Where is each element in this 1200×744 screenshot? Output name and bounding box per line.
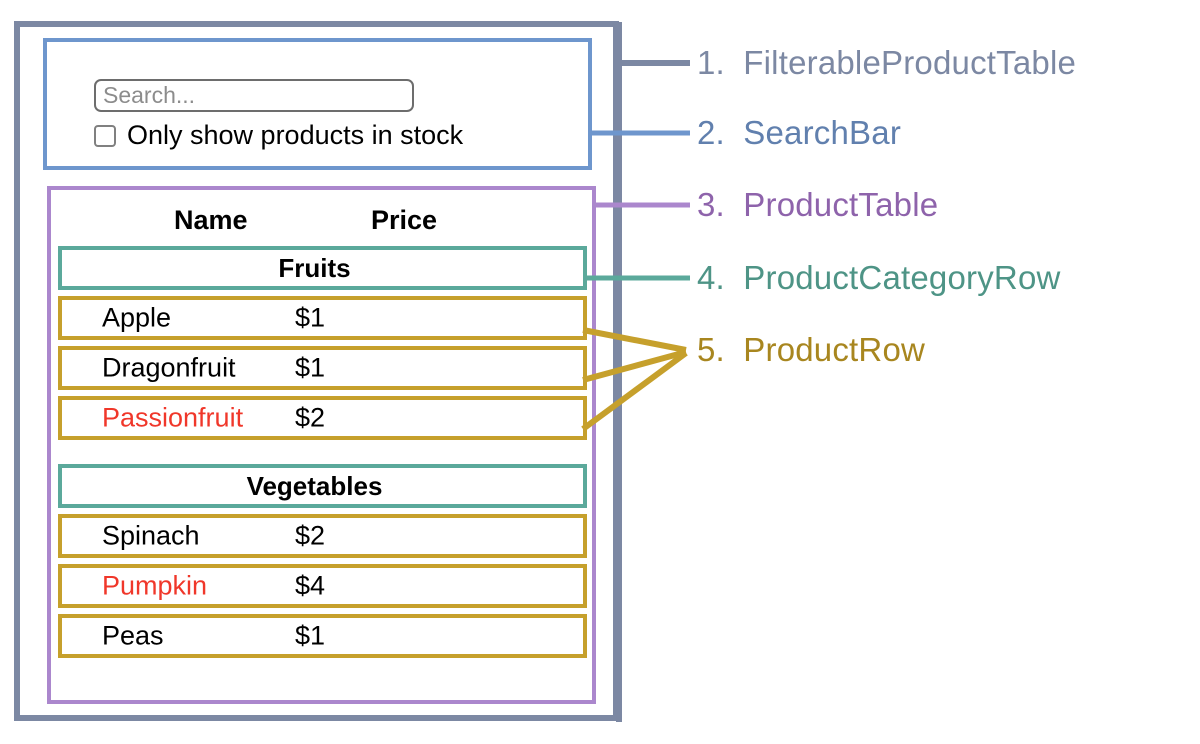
product-table-box: Name Price Fruits Apple $1 Dragonfruit $… xyxy=(47,186,596,704)
product-row: Peas $1 xyxy=(58,614,587,658)
legend-number: 3. xyxy=(697,186,725,223)
product-category-row: Vegetables xyxy=(58,464,587,508)
product-name: Passionfruit xyxy=(102,402,244,433)
legend-item-filterable-product-table: 1. FilterableProductTable xyxy=(697,44,1076,82)
product-category-row: Fruits xyxy=(58,246,587,290)
legend-item-product-category-row: 4. ProductCategoryRow xyxy=(697,259,1061,297)
column-header-price: Price xyxy=(371,204,438,235)
table-header-row: Name Price xyxy=(51,200,592,240)
legend-item-search-bar: 2. SearchBar xyxy=(697,114,901,152)
product-category-label: Fruits xyxy=(278,252,351,283)
in-stock-checkbox-row[interactable]: Only show products in stock xyxy=(94,122,463,149)
product-row: Dragonfruit $1 xyxy=(58,346,587,390)
checkbox-icon[interactable] xyxy=(94,124,116,147)
legend-number: 1. xyxy=(697,44,725,81)
product-price: $2 xyxy=(295,402,326,433)
product-row: Spinach $2 xyxy=(58,514,587,558)
product-price: $1 xyxy=(295,302,326,333)
legend-name: ProductRow xyxy=(743,331,926,368)
product-row: Passionfruit $2 xyxy=(58,396,587,440)
column-header-name: Name xyxy=(174,204,248,235)
legend-item-product-table: 3. ProductTable xyxy=(697,186,938,224)
legend-number: 4. xyxy=(697,259,725,296)
product-row: Pumpkin $4 xyxy=(58,564,587,608)
search-input[interactable] xyxy=(94,79,414,112)
legend-name: FilterableProductTable xyxy=(743,44,1077,81)
product-name: Pumpkin xyxy=(102,570,208,601)
product-name: Dragonfruit xyxy=(102,352,236,383)
product-name: Peas xyxy=(102,620,164,651)
legend-item-product-row: 5. ProductRow xyxy=(697,331,925,369)
legend-name: ProductCategoryRow xyxy=(743,259,1061,296)
group-spacer xyxy=(58,446,587,464)
legend-name: ProductTable xyxy=(743,186,939,223)
product-rows-container: Fruits Apple $1 Dragonfruit $1 Passionfr… xyxy=(58,246,587,664)
product-price: $1 xyxy=(295,620,326,651)
legend-name: SearchBar xyxy=(743,114,902,151)
product-price: $2 xyxy=(295,520,326,551)
product-price: $4 xyxy=(295,570,326,601)
product-name: Apple xyxy=(102,302,172,333)
in-stock-checkbox-label: Only show products in stock xyxy=(127,120,464,150)
product-price: $1 xyxy=(295,352,326,383)
legend-number: 5. xyxy=(697,331,725,368)
product-category-label: Vegetables xyxy=(246,470,383,501)
search-bar-box: Only show products in stock xyxy=(43,38,592,170)
product-name: Spinach xyxy=(102,520,200,551)
legend-number: 2. xyxy=(697,114,725,151)
product-row: Apple $1 xyxy=(58,296,587,340)
